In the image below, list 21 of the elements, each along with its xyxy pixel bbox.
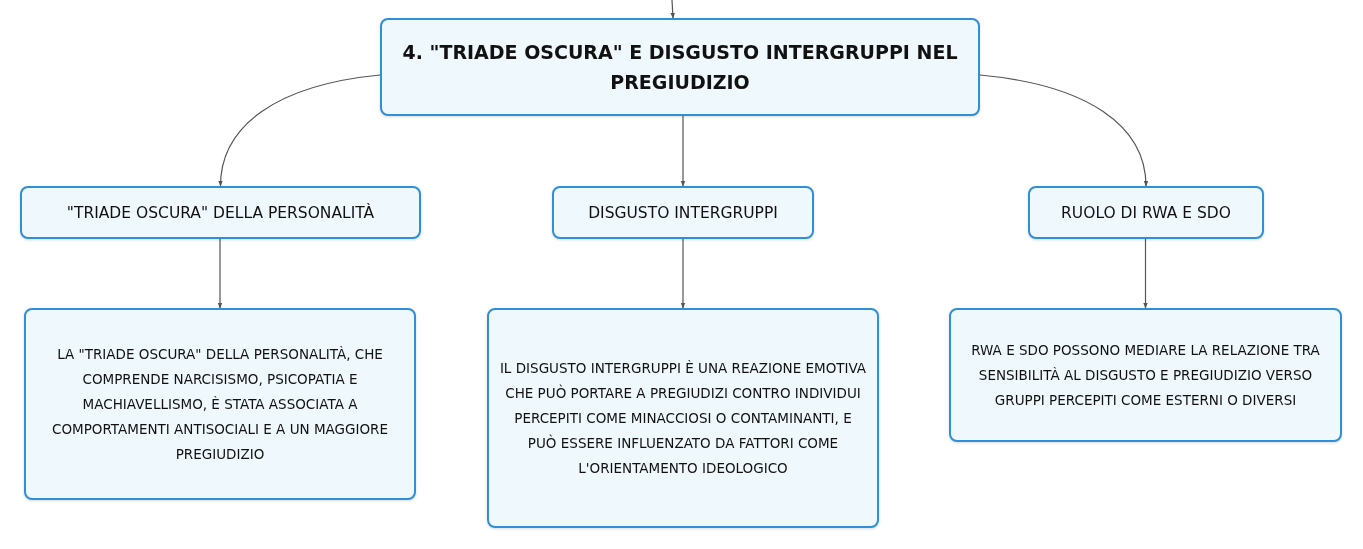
- arrow: [670, 0, 676, 19]
- topic-box: [552, 186, 814, 239]
- arrow: [218, 74, 381, 187]
- description-box: [949, 308, 1342, 442]
- description-box: [487, 308, 879, 528]
- title-box: [380, 18, 980, 116]
- arrow: [680, 238, 686, 309]
- node-text: RUOLO DI RWA E SDO: [1061, 203, 1231, 222]
- topic-box: [1028, 186, 1264, 239]
- title-text: 4. "TRIADE OSCURA" E DISGUSTO INTERGRUPPI NEL PREGIUDIZIO: [402, 40, 958, 95]
- node-text: RWA E SDO POSSONO MEDIARE LA RELAZIONE TRA SENSIBILITÀ AL DISGUSTO E PREGIUDIZIO VERSO GRUPPI PERCEPITI COME ESTERNI O DIVERSI: [970, 340, 1321, 410]
- arrow: [979, 74, 1148, 187]
- arrow: [217, 238, 223, 309]
- arrow: [1143, 238, 1148, 309]
- description-box: [24, 308, 416, 500]
- node-text: LA "TRIADE OSCURA" DELLA PERSONALITÀ, CHE COMPRENDE NARCISISMO, PSICOPATIA E MACHIAVELLISMO, È STATA ASSOCIATA A COMPORTAMENTI ANTISOCIALI E A UN MAGGIORE PREGIUDIZIO: [51, 344, 389, 464]
- topic-box: [20, 186, 421, 239]
- node-text: IL DISGUSTO INTERGRUPPI È UNA REAZIONE EMOTIVA CHE PUÒ PORTARE A PREGIUDIZI CONTRO INDIVIDUI PERCEPITI COME MINACCIOSI O CONTAMINANTI, E PUÒ ESSERE INFLUENZATO DA FATTORI COME L'ORIENTAMENTO IDEOLOGICO: [499, 358, 867, 478]
- arrow: [680, 115, 686, 187]
- node-text: "TRIADE OSCURA" DELLA PERSONALITÀ: [66, 203, 375, 222]
- node-text: DISGUSTO INTERGRUPPI: [588, 203, 778, 222]
